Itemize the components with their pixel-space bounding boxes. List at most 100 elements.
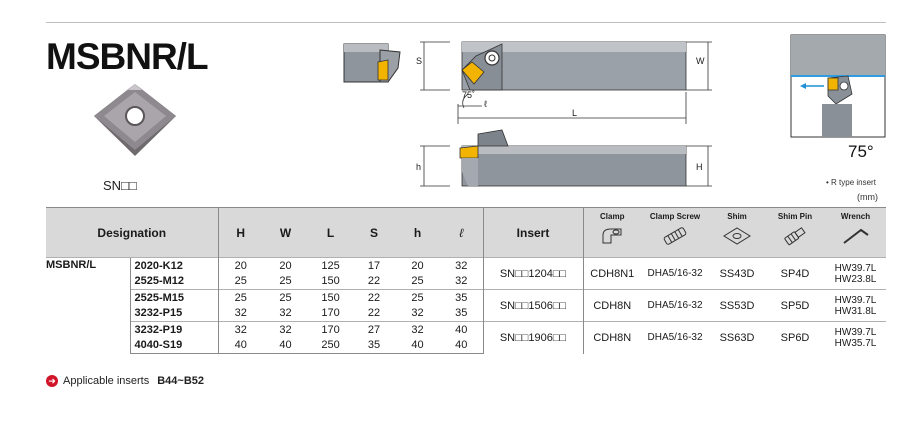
cell-H: 20 (217, 257, 264, 274)
header-designation: Designation (46, 207, 219, 258)
dim-l-label: ℓ (484, 99, 487, 109)
cell-L: 170 (308, 321, 354, 338)
table-row: 4040-S19 40 40 250 35 40 40 (46, 337, 886, 354)
cell-L: 250 (308, 337, 354, 354)
dim-L-label: L (572, 108, 578, 118)
cell-L: 150 (321, 275, 340, 288)
header-clamp-screw-label: Clamp Screw (649, 212, 701, 221)
cell-H: 32 (217, 321, 264, 338)
table-row: 3232-P15 32 32 170 22 32 35 (46, 305, 886, 322)
cell-insert: SN□□1204□□ (482, 257, 584, 290)
shim-pin-icon (784, 227, 806, 246)
top-divider (46, 22, 886, 23)
wrench-icon (842, 228, 869, 244)
spec-table: Designation H W L S h ℓ Insert Clamp Cla… (46, 207, 887, 354)
insert-shape-label: SN□□ (103, 178, 137, 193)
cell-l: 32 (455, 275, 468, 288)
footer-text: Applicable inserts (63, 375, 150, 387)
header-h: h (395, 207, 441, 258)
cell-L: 150 (308, 289, 354, 306)
designation-cell: 2020-K12 (129, 257, 219, 274)
cell-l: 40 (440, 337, 484, 354)
dim-H-label: H (696, 162, 703, 172)
cell-W: 25 (279, 275, 292, 288)
cell-l: 35 (440, 289, 484, 306)
designation-cell: 4040-S19 (129, 337, 219, 354)
cell-H: 25 (217, 289, 264, 306)
wrench-2: HW23.8L (834, 273, 877, 285)
cell-W: 32 (263, 321, 309, 338)
cell-shim-pin: SP4D (765, 257, 826, 290)
cell-l: 40 (440, 321, 484, 338)
cell-L: 170 (321, 307, 340, 320)
cell-W: 40 (263, 337, 309, 354)
table-row: 2525-M15 25 25 150 22 25 35 SN□□1506□□ C… (46, 289, 887, 322)
page-title: MSBNR/L (46, 36, 209, 77)
header-clamp: Clamp (582, 207, 642, 258)
dim-S-label: S (416, 56, 423, 66)
holder-side-view-drawing (420, 129, 712, 187)
cell-W: 20 (263, 257, 309, 274)
header-clamp-screw: Clamp Screw (641, 207, 710, 258)
dim-W-label: W (696, 56, 705, 66)
cell-S: 17 (353, 257, 396, 274)
dim-h-label: h (416, 162, 422, 172)
cell-clamp: CDH8N (582, 321, 642, 354)
cell-S: 22 (367, 275, 381, 288)
header-L: L (308, 207, 354, 258)
cell-l: 35 (455, 307, 468, 320)
cell-shim-pin: SP5D (765, 289, 826, 322)
designation-cell: 3232-P15 (129, 305, 219, 322)
unit-note: (mm) (857, 192, 878, 202)
header-H: H (217, 207, 264, 258)
application-sketch (790, 34, 886, 138)
cell-S: 27 (353, 321, 396, 338)
cell-L: 125 (308, 257, 354, 274)
wrench-1: HW39.7L (834, 262, 877, 274)
cell-S: 35 (353, 337, 396, 354)
header-W: W (263, 207, 309, 258)
header-S: S (353, 207, 396, 258)
cell-S: 22 (367, 307, 381, 320)
cell-W: 32 (279, 307, 292, 320)
header-shim-pin-label: Shim Pin (777, 212, 813, 221)
cell-h: 32 (395, 321, 441, 338)
holder-end-view-drawing (343, 43, 401, 83)
wrench-1: HW39.7L (834, 294, 877, 306)
dim-angle-label: 75˚ (462, 90, 476, 100)
header-shim-pin: Shim Pin (765, 207, 826, 258)
cell-shim: SS53D (709, 289, 766, 322)
cell-W: 25 (263, 289, 309, 306)
table-header-row: Designation H W L S h ℓ Insert Clamp Cla… (46, 207, 887, 258)
series-cell: MSBNR/L (46, 257, 130, 354)
cell-h: 20 (395, 257, 441, 274)
cell-h: 25 (395, 289, 441, 306)
cell-clamp-screw: DHA5/16-32 (641, 321, 710, 354)
cell-clamp-screw: DHA5/16-32 (641, 289, 710, 322)
designation-cell: 2525-M12 (129, 273, 219, 290)
applicable-inserts-footer[interactable]: ➜ Applicable inserts B44~B52 (46, 375, 204, 387)
cell-clamp: CDH8N (582, 289, 642, 322)
header-wrench: Wrench (825, 207, 887, 258)
cell-insert: SN□□1906□□ (482, 321, 584, 354)
arrow-right-circle-icon: ➜ (46, 375, 58, 387)
cell-H: 40 (217, 337, 264, 354)
cell-insert: SN□□1506□□ (482, 289, 584, 322)
holder-top-view-drawing (420, 41, 712, 124)
cell-S: 22 (353, 289, 396, 306)
cell-h: 40 (395, 337, 441, 354)
designation-cell: 2525-M15 (129, 289, 219, 306)
cell-h: 32 (411, 307, 424, 320)
wrench-2: HW35.7L (834, 337, 877, 349)
cell-l: 32 (440, 257, 484, 274)
header-clamp-label: Clamp (600, 212, 625, 221)
footer-range: B44~B52 (157, 375, 205, 387)
approach-angle-label: 75° (848, 142, 874, 161)
clamp-icon (602, 228, 622, 244)
wrench-2: HW31.8L (834, 305, 877, 317)
cell-H: 25 (217, 273, 264, 290)
table-row: MSBNR/L 2020-K12 20 20 125 17 20 32 SN□□… (46, 257, 887, 354)
cell-clamp-screw: DHA5/16-32 (641, 257, 710, 290)
